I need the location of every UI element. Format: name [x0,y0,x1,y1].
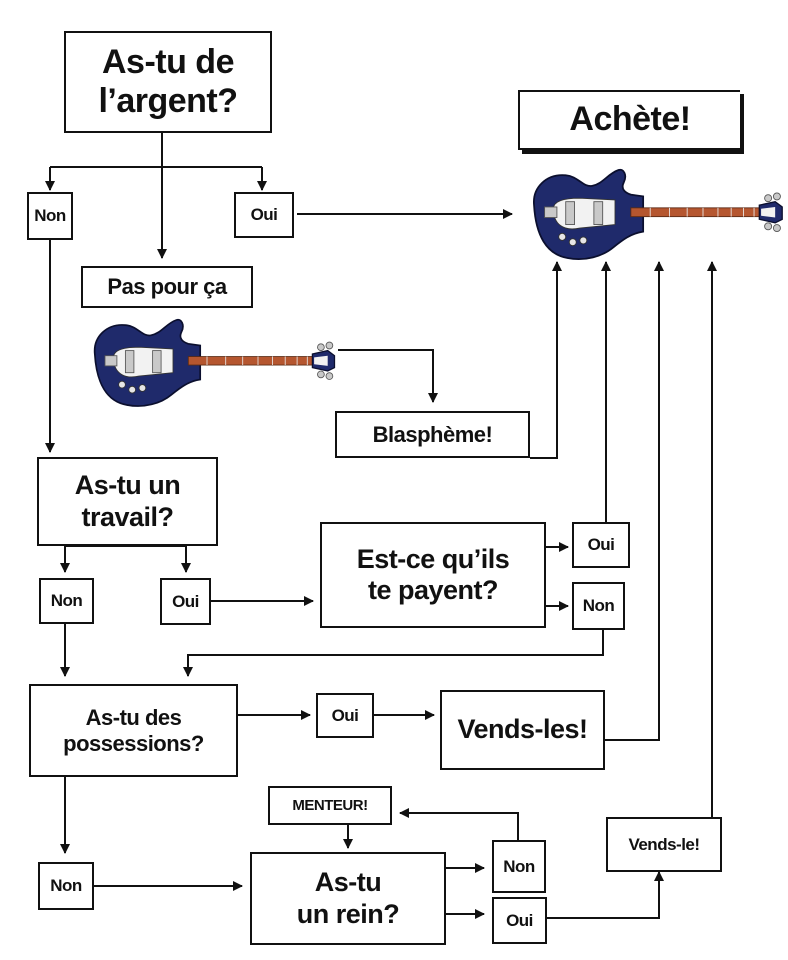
question-paid: Est-ce qu’ils te payent? [320,522,546,628]
arrow-sell-them-to-buy [605,261,664,741]
sell-it-box: Vends-le! [606,817,722,872]
arrow-kidney-no-to-liar [399,808,519,840]
kidney-no-box: Non [492,840,546,893]
question-money: As-tu de l’argent? [64,31,272,133]
not-for-that-box: Pas pour ça [81,266,253,308]
job-yes-box: Oui [160,578,211,625]
blasphemy-box: Blasphème! [335,411,530,458]
possessions-yes-box: Oui [316,693,374,738]
buy-box: Achète! [518,90,740,150]
arrow-kidney-yes-to-sell-it [547,871,664,919]
kidney-yes-box: Oui [492,897,547,944]
arrow-paid-no-to-possessions [183,630,604,677]
bass-guitar-icon [93,318,336,407]
money-yes-box: Oui [234,192,294,238]
money-no-box: Non [27,192,73,240]
liar-box: MENTEUR! [268,786,392,825]
arrow-guitar-to-blasphemy [338,349,438,403]
bass-guitar-icon [533,168,783,260]
arrow-blasphemy-to-buy [530,261,562,459]
question-possessions: As-tu des possessions? [29,684,238,777]
sell-them-box: Vends-les! [440,690,605,770]
question-job: As-tu un travail? [37,457,218,546]
job-no-box: Non [39,578,94,624]
possessions-no-box: Non [38,862,94,910]
question-kidney: As-tu un rein? [250,852,446,945]
paid-no-box: Non [572,582,625,630]
paid-yes-box: Oui [572,522,630,568]
